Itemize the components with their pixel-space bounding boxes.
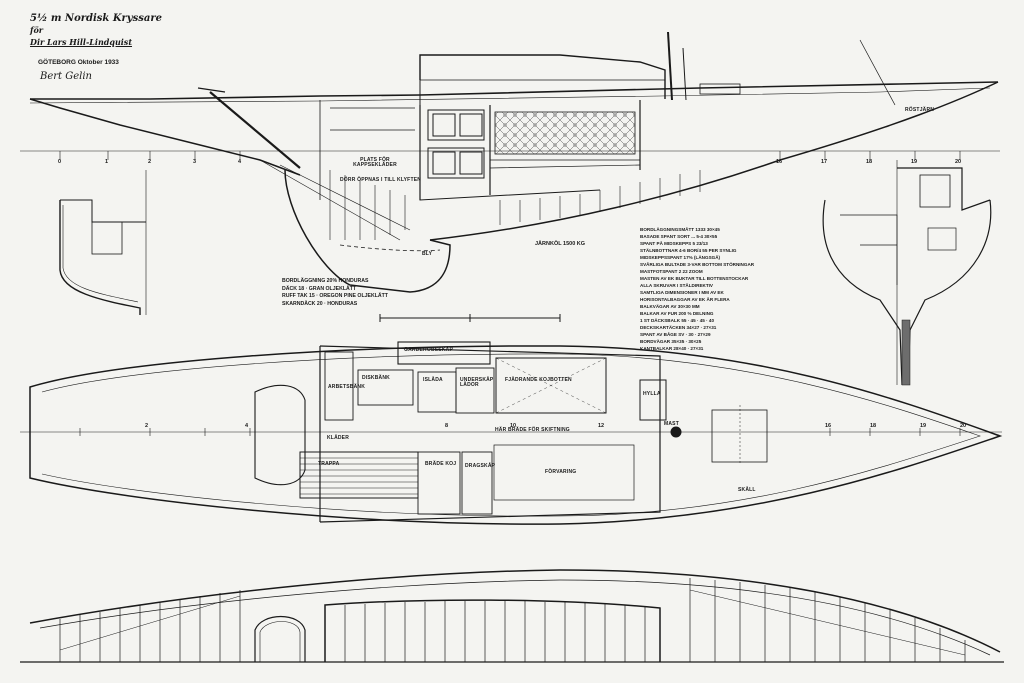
stair-label: TRAPPA — [318, 461, 340, 467]
spec-line: KANTBALKAR 28×40 · 27×31 — [640, 346, 704, 351]
station-number: 16 — [776, 159, 783, 165]
chart-table-label: UNDERSKÅP LÅDOR — [460, 377, 494, 388]
station-number: 18 — [866, 159, 873, 165]
client-name: Dir Lars Hill-Lindquist — [30, 37, 133, 47]
lead-label: BLY — [422, 251, 433, 257]
spec-line: BORDLÄGGNINGSMÅTT 1333 30×45 — [640, 227, 720, 232]
design-for: för — [30, 25, 43, 35]
spec-line: SVÅRLIGA BULTADE 3-VAR BOTTOM STÖRNINGAR — [640, 262, 755, 267]
station-number: 18 — [870, 423, 877, 429]
anchor-note-label: RÖSTJÄRN — [905, 107, 935, 113]
storage-label: FÖRVARING — [545, 469, 577, 475]
spec-line: SPANT AV BÅGE SV · 30 · 27×29 — [640, 332, 711, 337]
station-number: 4 — [245, 423, 249, 429]
plan-view — [20, 341, 1003, 525]
work-table-label: ARBETSBÄNK — [328, 384, 365, 390]
spec-line: SAMTLIGA DIMENSIONER I MM AV EK — [640, 290, 724, 295]
scantlings-list: BORDLÄGGNING 20% HONDURAS DÄCK 18 · GRAN… — [282, 278, 388, 308]
station-number: 19 — [920, 423, 927, 429]
forecastle-label: PLATS FÖR KAPPSEKLÄDER — [353, 157, 397, 168]
spec-line: BORDVÄGAR 35×35 · 30×25 — [640, 339, 702, 344]
spec-line: BALKAR AV FUR 200 % DELNING — [640, 311, 714, 316]
spec-line: MIDSKEPPSSPANT 17% (LÄNGSGÅ) — [640, 255, 721, 260]
spec-line: BASADE SPANT SORT ... 5-4 30×55 — [640, 234, 718, 239]
design-title: 5½ m Nordisk Kryssare — [30, 13, 162, 24]
station-number: 0 — [58, 159, 62, 165]
deck-framing-view — [20, 569, 1004, 663]
station-number: 17 — [821, 159, 828, 165]
berth-lower-label: BRÄDE KOJ — [425, 461, 457, 467]
station-number: 3 — [193, 159, 197, 165]
locker-label: SKÅLL — [738, 487, 756, 493]
station-number: 20 — [955, 159, 962, 165]
place-date: GÖTEBORG Oktober 1933 — [38, 59, 119, 66]
spec-line: MASTEN AV EK BUKTAR TILL BOTTENSTOCKAR — [640, 276, 749, 281]
station-number: 2 — [148, 159, 152, 165]
drawer-label: DRAGSKÅP — [465, 463, 496, 469]
sink-label: DISKBÄNK — [362, 375, 390, 381]
ice-box-label: ISLÅDA — [423, 377, 443, 383]
wardrobe-label: GARDEROBSSKÅP — [404, 347, 453, 353]
spec-line: 1 ST DÄCKSBALK 55 · 45 · 45 · 40 — [640, 318, 715, 323]
profile-view — [20, 31, 1000, 322]
station-number: 10 — [510, 423, 517, 429]
spec-line: BALKVÄGAR AV 30×30 MM — [640, 304, 700, 309]
shelf-label: HYLLA — [643, 391, 661, 397]
station-number: 2 — [145, 423, 149, 429]
section-aft — [59, 170, 147, 315]
station-number: 4 — [238, 159, 242, 165]
berth-center-label: FJÄDRANDE KOJBOTTEN — [505, 377, 572, 383]
spec-line: SPANT PÅ MIDSKEPPS 5 23/13 — [640, 241, 708, 246]
door-note-label: DÖRR ÖPPNAS I TILL KLYFTEN — [340, 177, 422, 183]
clothes-label: KLÄDER — [327, 435, 350, 441]
scantling-line: DÄCK 18 · GRAN OLJEKLÄTT — [282, 285, 357, 292]
station-number: 16 — [825, 423, 832, 429]
section-fwd — [822, 160, 992, 386]
spec-line: MASTFOTSPANT 2 22 ZOOM — [640, 269, 703, 274]
sink-note-label: HÄR BRÄDE FÖR SKIFTNING — [495, 427, 570, 433]
construction-specs: BORDLÄGGNINGSMÅTT 1333 30×45 BASADE SPAN… — [640, 226, 754, 352]
scantling-line: SKARNDÄCK 20 · HONDURAS — [282, 300, 358, 307]
scantling-line: BORDLÄGGNING 20% HONDURAS — [282, 278, 369, 284]
station-number: 20 — [960, 423, 967, 429]
station-number: 19 — [911, 159, 918, 165]
station-number: 12 — [598, 423, 605, 429]
spec-line: DECKSKARTÄCKEN 34×27 · 27×31 — [640, 325, 717, 330]
station-number: 1 — [105, 159, 109, 165]
spec-line: STÄLNBOTTNAR 4-6 BOR/4 55 PER SYNLIG — [640, 248, 737, 253]
spec-line: HORISONTALBAGGAR AV EK ÅR FLERA — [640, 297, 730, 302]
station-number: 8 — [445, 423, 449, 429]
ballast-weight-label: JÄRNKÖL 1500 KG — [535, 241, 586, 247]
scantling-line: RUFF TAK 15 · OREGON PINE OLJEKLÄTT — [282, 293, 388, 299]
designer-signature: Bert Gelin — [40, 71, 92, 82]
mast-label: MAST — [664, 421, 679, 427]
spec-line: ALLA SKRUVAR I STÅLDIREKTIV — [640, 283, 713, 288]
